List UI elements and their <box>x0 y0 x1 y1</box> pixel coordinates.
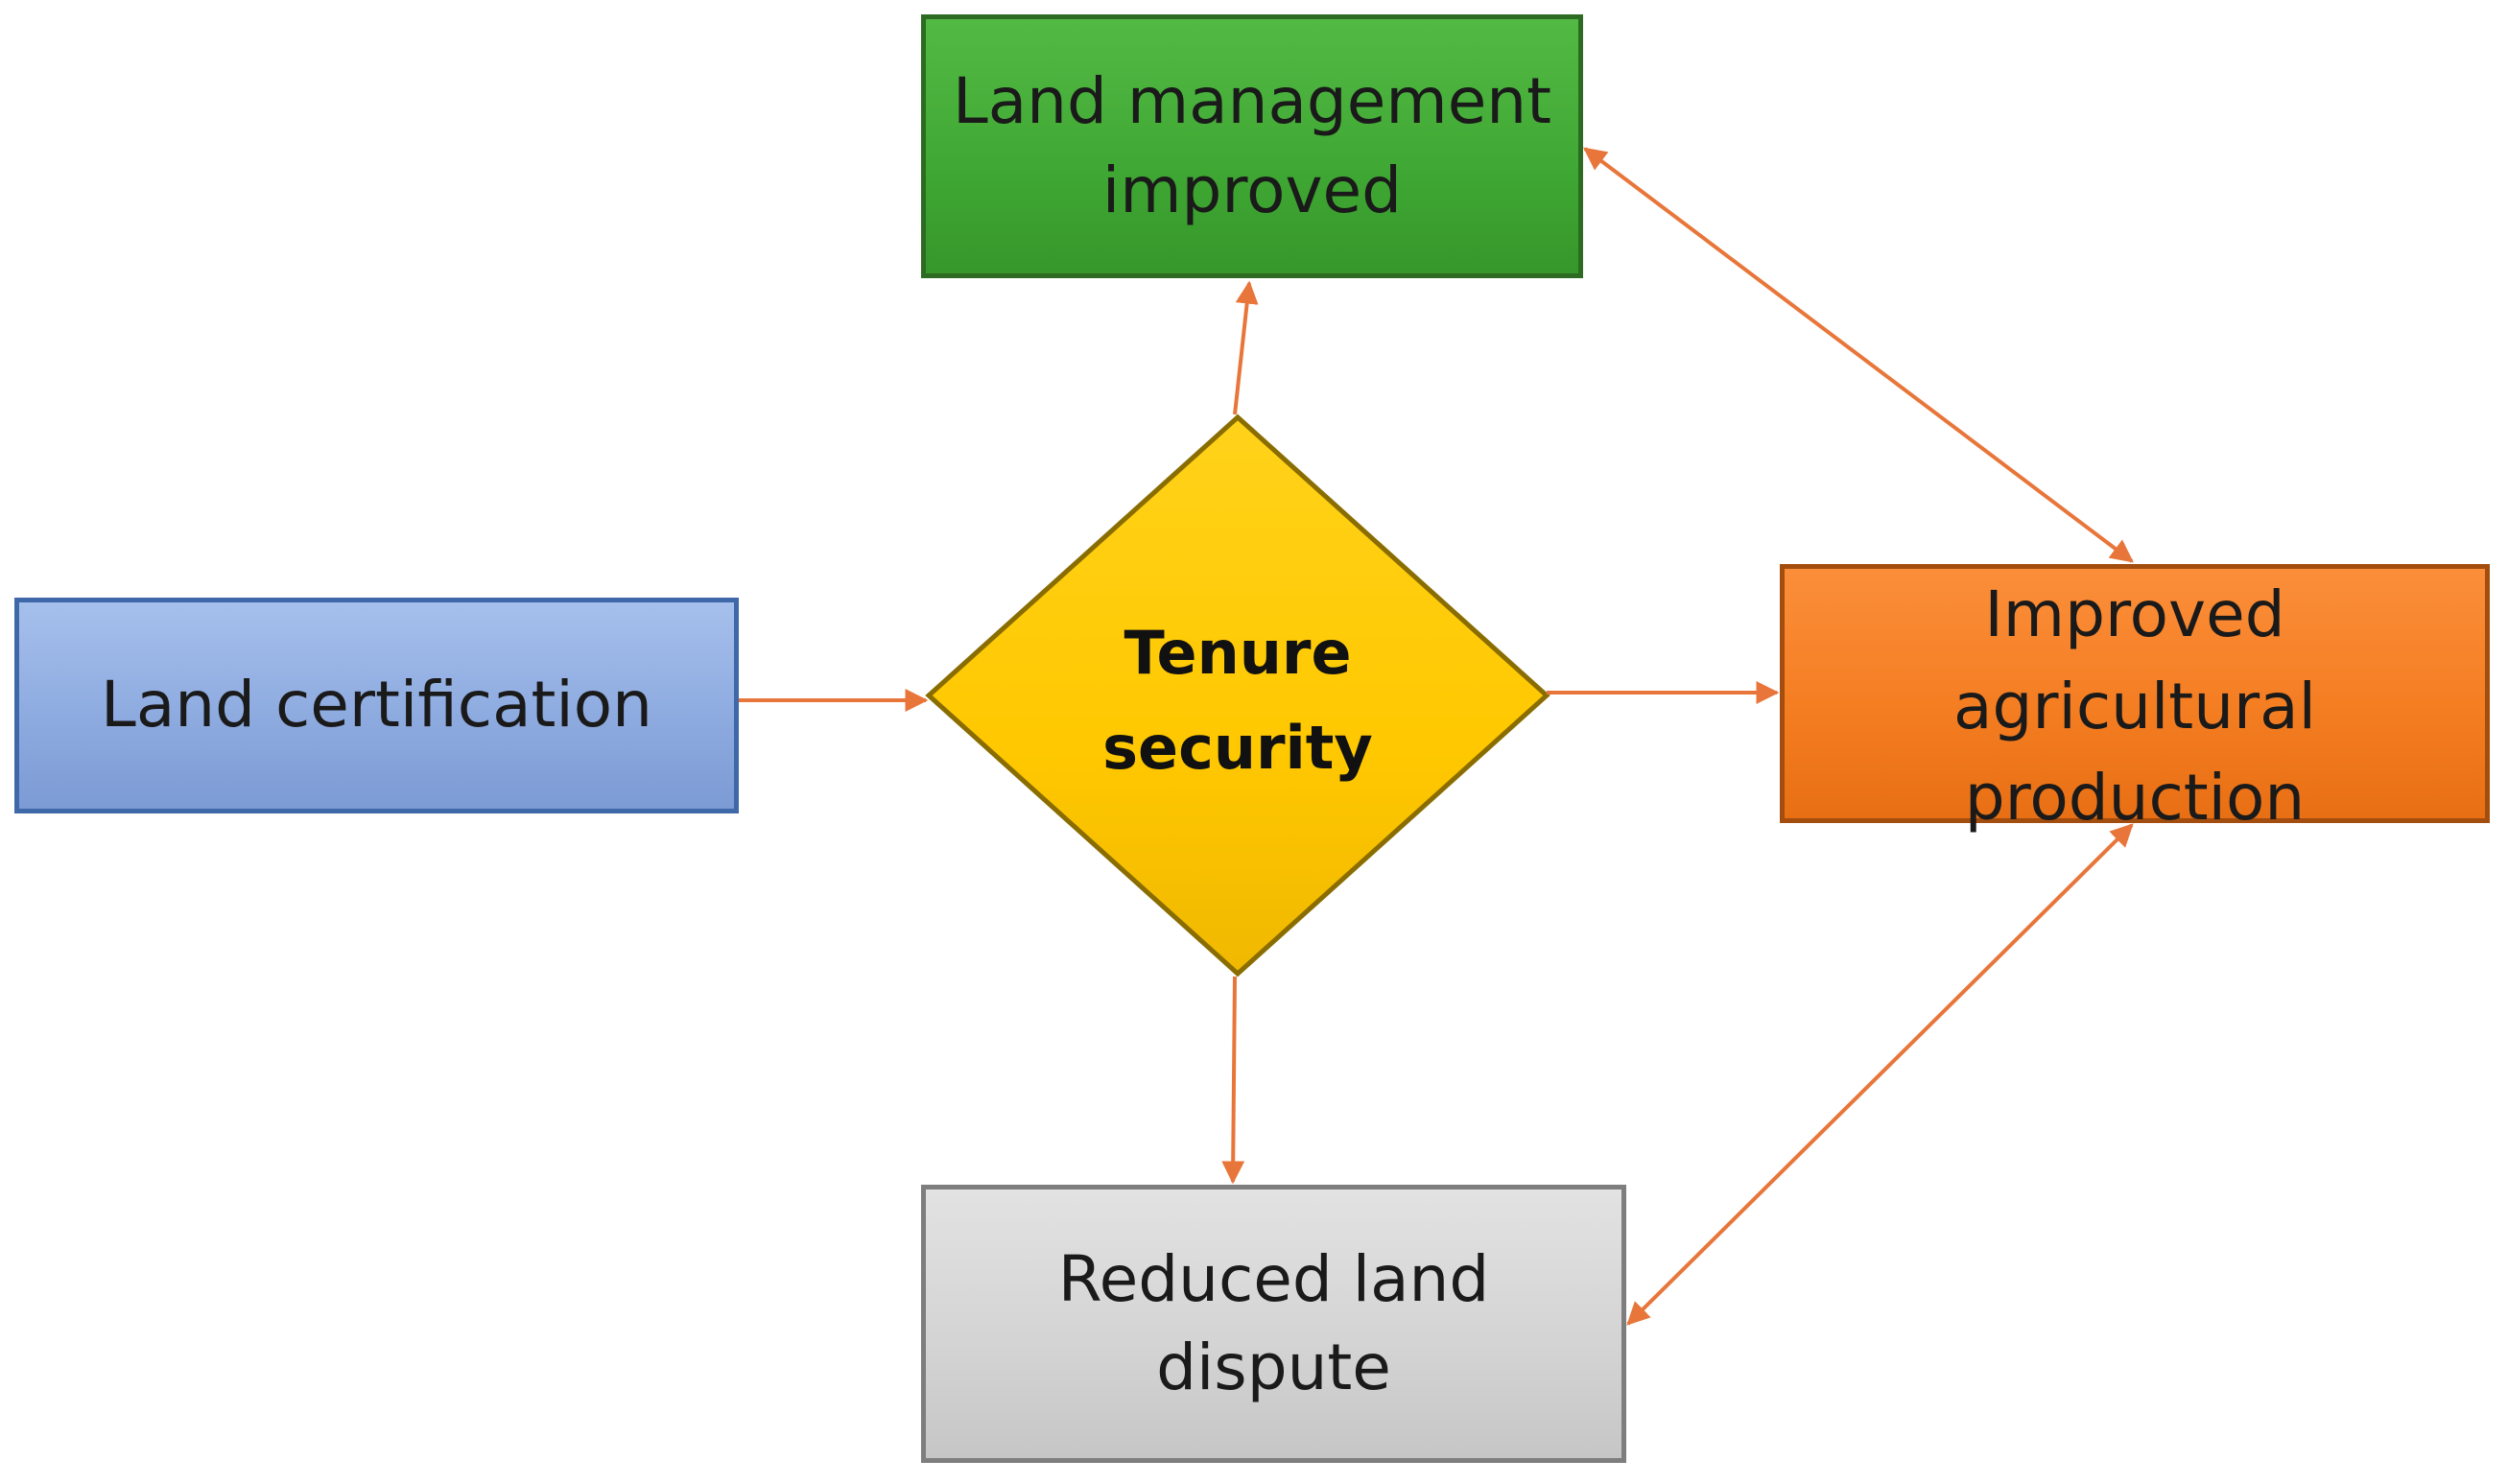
arrow-agriculture-dispute <box>1626 823 2134 1326</box>
tenure-security-label-wrap: Tenure security <box>959 576 1516 825</box>
land-certification-box: Land certification <box>14 598 739 813</box>
arrow-agriculture-management <box>1583 147 2134 563</box>
land-management-box: Land management improved <box>921 14 1583 278</box>
agricultural-production-label: Improved agricultural production <box>1953 577 2316 836</box>
arrow-tenure-to-management <box>1233 280 1259 415</box>
land-certification-label: Land certification <box>101 668 652 742</box>
land-dispute-label: Reduced land dispute <box>1057 1241 1490 1404</box>
tenure-security-diamond <box>925 413 1550 978</box>
tenure-security-label: Tenure security <box>1102 617 1373 783</box>
agricultural-production-box: Improved agricultural production <box>1780 564 2490 835</box>
land-dispute-box: Reduced land dispute <box>921 1185 1626 1463</box>
land-management-label: Land management improved <box>952 64 1552 227</box>
arrow-tenure-to-dispute <box>1221 976 1245 1185</box>
